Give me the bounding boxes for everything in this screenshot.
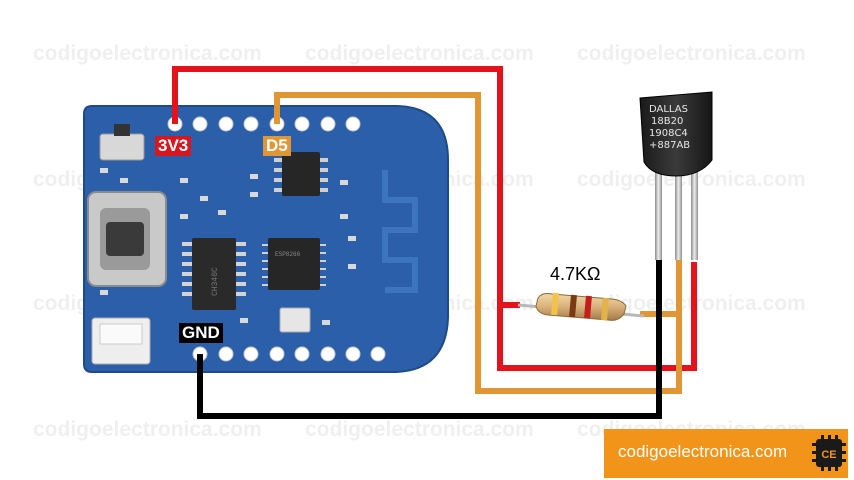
resistor-value: 4.7KΩ	[550, 264, 600, 284]
chip-logo-icon: CE	[812, 435, 846, 471]
brand-text: codigoelectronica.com	[618, 442, 788, 461]
usb-serial-chip: CH340C	[182, 238, 246, 310]
i2c-connector	[91, 317, 151, 365]
wire-d5	[274, 92, 682, 394]
brand-logo-text: CE	[821, 449, 836, 461]
sensor-leg	[655, 160, 662, 260]
pin-label-3v3: 3V3	[155, 136, 192, 156]
crystal	[279, 307, 311, 333]
usb-c-connector	[87, 191, 167, 287]
antenna-trace	[382, 170, 418, 293]
ds18b20-sensor: DALLAS 18B20 1908C4 +887AB	[639, 91, 713, 260]
resistor	[517, 292, 645, 321]
sensor-text-line3: 1908C4	[649, 128, 688, 139]
sensor-text-line2: 18B20	[651, 116, 683, 127]
watermark: codigoelectronica.com	[577, 42, 806, 65]
watermark: codigoelectronica.com	[305, 42, 534, 65]
sensor-text-line1: DALLAS	[649, 104, 688, 115]
smd-components	[100, 168, 356, 325]
flash-chip	[274, 152, 328, 196]
mcu-chip: ESP8266	[262, 238, 326, 290]
header-pins-top	[167, 116, 361, 132]
wire-gnd	[197, 258, 662, 419]
usb-chip-label: CH340C	[211, 267, 220, 296]
reset-button	[99, 124, 145, 161]
sensor-leg	[691, 160, 698, 260]
watermark: codigoelectronica.com	[33, 42, 262, 65]
watermark: codigoelectronica.com	[305, 418, 534, 441]
watermark: codigoelectronica.com	[33, 418, 262, 441]
brand-banner: codigoelectronica.com CE	[604, 429, 848, 478]
sensor-text-line4: +887AB	[649, 140, 690, 151]
pin-label-gnd: GND	[179, 323, 223, 343]
sensor-leg	[675, 160, 682, 260]
pin-label-d5: D5	[263, 136, 291, 156]
mcu-label: ESP8266	[275, 251, 301, 258]
wire-3v3	[172, 66, 697, 371]
wemos-d1-mini-board: CH340C ESP8266	[83, 105, 449, 373]
